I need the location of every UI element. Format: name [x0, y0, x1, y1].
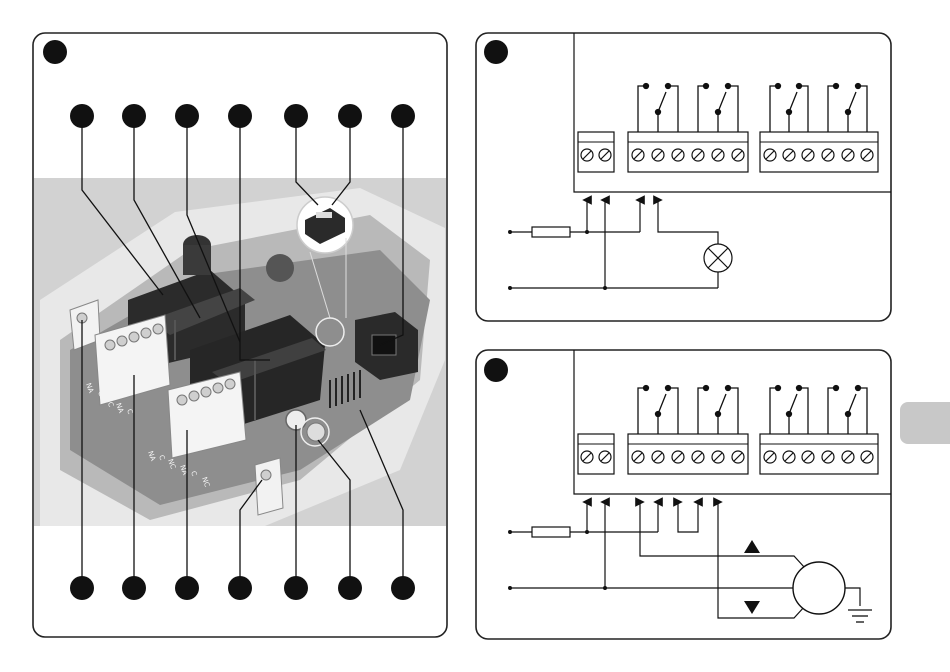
callout-marker	[338, 104, 362, 128]
callout-marker	[70, 104, 94, 128]
terminal-strip-relay-a	[628, 434, 748, 474]
callout-marker	[175, 104, 199, 128]
callout-marker	[122, 104, 146, 128]
fuse-icon	[532, 227, 570, 237]
panel-number-marker	[484, 40, 508, 64]
section-tab	[900, 402, 950, 444]
callout-marker	[338, 576, 362, 600]
terminal-strip-power	[578, 434, 614, 474]
terminal-strip-power	[578, 132, 614, 172]
terminal-strip-relay-b	[760, 434, 878, 474]
light-wiring-panel	[476, 33, 891, 321]
callout-marker	[228, 576, 252, 600]
motor-wiring-panel	[476, 350, 891, 639]
motor-icon	[793, 562, 845, 614]
callout-marker	[175, 576, 199, 600]
callout-marker	[391, 576, 415, 600]
callout-marker	[284, 576, 308, 600]
callout-marker	[391, 104, 415, 128]
fuse-icon	[532, 527, 570, 537]
terminal-strip-relay-a	[628, 132, 748, 172]
terminal-strip-relay-b	[760, 132, 878, 172]
panel-number-marker	[43, 40, 67, 64]
panel-number-marker	[484, 358, 508, 382]
photo-panel: NA C NC NA C NA C NC NA C NC	[33, 33, 447, 637]
lamp-icon	[704, 244, 732, 272]
callout-marker	[228, 104, 252, 128]
callout-marker	[122, 576, 146, 600]
callout-marker	[70, 576, 94, 600]
callout-marker	[284, 104, 308, 128]
